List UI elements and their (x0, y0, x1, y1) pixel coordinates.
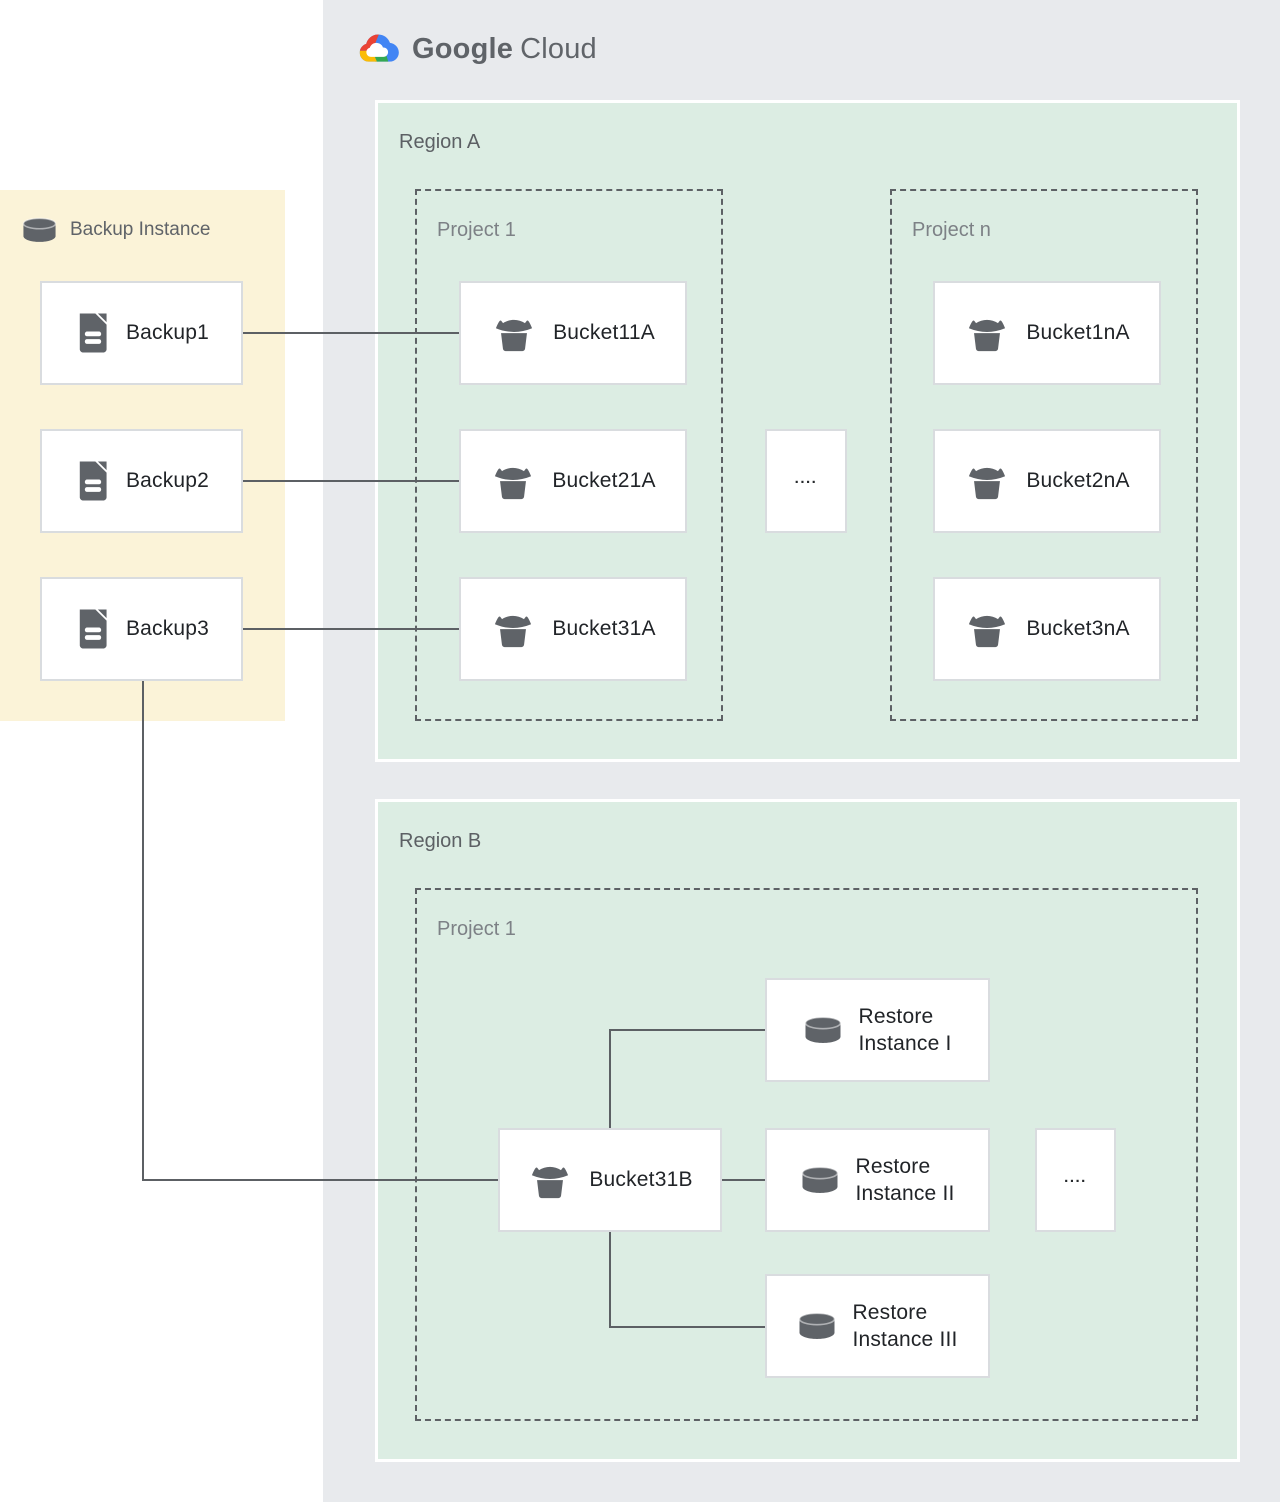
bucket31a-node: Bucket31A (459, 577, 687, 681)
restore-instance-3-line1: Restore (852, 1301, 928, 1324)
region-b-project-1: Project 1 (415, 888, 1198, 1421)
backup1-label: Backup1 (125, 321, 210, 344)
bucket31b-node: Bucket31B (498, 1128, 722, 1232)
bucket11a-label: Bucket11A (553, 321, 655, 344)
storage-bucket-icon (532, 1166, 569, 1199)
bucket3na-label: Bucket3nA (1026, 617, 1130, 640)
region-b-ellipsis-label: .... (1064, 1168, 1087, 1186)
connector-backup1-bucket11a (243, 332, 459, 334)
file-icon (79, 461, 107, 501)
backup2-node: Backup2 (40, 429, 243, 533)
bucket1na-label: Bucket1nA (1026, 321, 1130, 344)
restore-instance-1-node: Restore Instance I (765, 978, 990, 1082)
storage-bucket-icon (495, 467, 532, 500)
database-icon (22, 217, 57, 242)
database-icon (802, 1166, 839, 1193)
region-a-label: Region A (399, 131, 481, 153)
bucket31a-label: Bucket31A (552, 617, 656, 640)
bucket1na-node: Bucket1nA (933, 281, 1161, 385)
restore-instance-3-node: Restore Instance III (765, 1274, 990, 1378)
bucket2na-label: Bucket2nA (1026, 469, 1130, 492)
region-b-label: Region B (399, 830, 482, 852)
bucket11a-node: Bucket11A (459, 281, 687, 385)
region-a-project-n: Project n (890, 189, 1198, 721)
restore-instance-2-line2: Instance II (855, 1182, 955, 1205)
restore-instance-1-line2: Instance I (858, 1032, 952, 1055)
backup3-node: Backup3 (40, 577, 243, 681)
restore-instance-2-node: Restore Instance II (765, 1128, 990, 1232)
logo-google-text: Google (412, 32, 514, 65)
region-a-project-1-label: Project 1 (437, 219, 516, 241)
file-icon (79, 313, 107, 353)
backup1-node: Backup1 (40, 281, 243, 385)
connector-backup3-bucket31a (243, 628, 459, 630)
region-a-ellipsis-node: .... (765, 429, 847, 533)
bucket31b-label: Bucket31B (589, 1168, 693, 1191)
backup3-label: Backup3 (125, 617, 210, 640)
bucket2na-node: Bucket2nA (933, 429, 1161, 533)
storage-bucket-icon (969, 319, 1006, 352)
storage-bucket-icon (495, 615, 532, 648)
connector-bucket31b-restore3-horizontal (609, 1326, 765, 1328)
restore-instance-3-line2: Instance III (852, 1328, 958, 1351)
region-a-ellipsis-label: .... (794, 469, 818, 487)
file-icon (79, 609, 107, 649)
storage-bucket-icon (969, 615, 1006, 648)
region-b-ellipsis-node: .... (1035, 1128, 1116, 1232)
region-b-project-1-label: Project 1 (437, 918, 516, 940)
storage-bucket-icon (969, 467, 1006, 500)
restore-instance-2-line1: Restore (855, 1155, 931, 1178)
google-cloud-logo-icon (359, 34, 399, 62)
database-icon (805, 1016, 842, 1043)
region-a-project-1: Project 1 (415, 189, 723, 721)
connector-bucket31b-restore1-horizontal (609, 1029, 765, 1031)
database-icon (799, 1312, 836, 1339)
bucket21a-node: Bucket21A (459, 429, 687, 533)
storage-bucket-icon (496, 319, 533, 352)
connector-bucket31b-restore3-vertical (609, 1232, 611, 1328)
connector-backup3-bucket31b-vertical (142, 681, 144, 1181)
bucket21a-label: Bucket21A (552, 469, 656, 492)
region-a-project-n-label: Project n (912, 219, 991, 241)
connector-backup3-bucket31b-horizontal (142, 1179, 498, 1181)
connector-bucket31b-restore1-vertical (609, 1030, 611, 1128)
connector-bucket31b-restore2 (722, 1179, 765, 1181)
logo-cloud-text: Cloud (520, 32, 597, 65)
backup2-label: Backup2 (125, 469, 210, 492)
restore-instance-1-line1: Restore (858, 1005, 934, 1028)
bucket3na-node: Bucket3nA (933, 577, 1161, 681)
backup-instance-title: Backup Instance (70, 219, 211, 240)
backup-instance-header: Backup Instance (21, 217, 210, 243)
connector-backup2-bucket21a (243, 480, 459, 482)
